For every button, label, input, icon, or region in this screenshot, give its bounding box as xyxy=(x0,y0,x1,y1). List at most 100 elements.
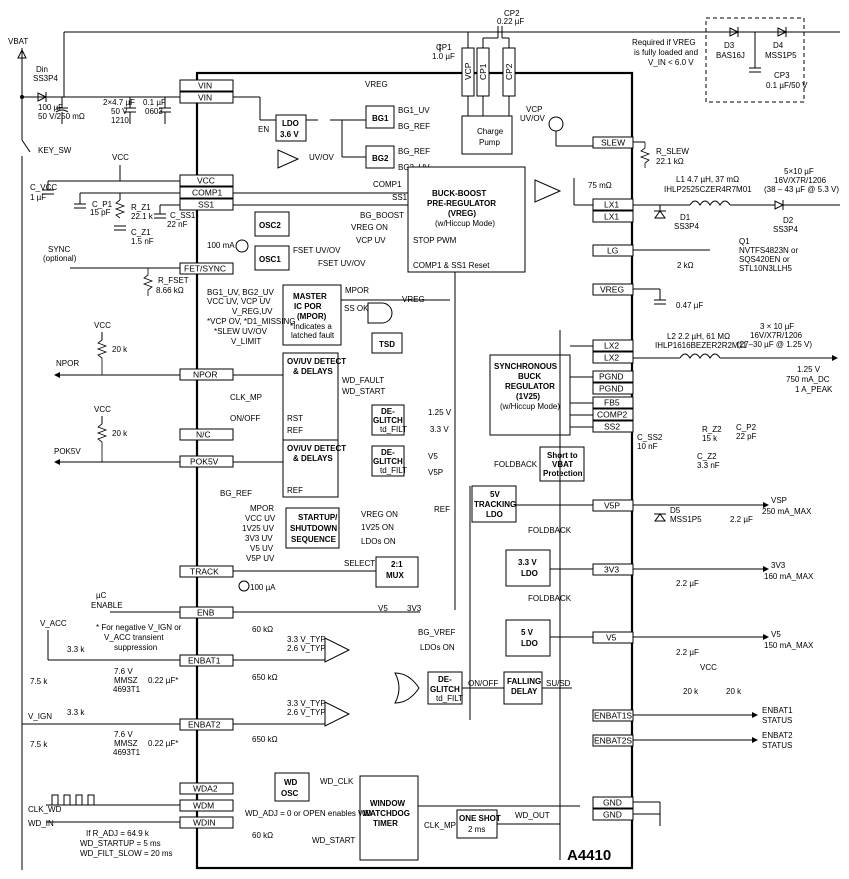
enable-label: ENABLE xyxy=(91,601,123,610)
bb-title3: (VREG) xyxy=(448,209,476,218)
gate-driver xyxy=(534,179,562,203)
r20k-status2: 20 k xyxy=(726,687,742,696)
wd-in-label: WD_IN xyxy=(28,819,54,828)
pin-vin-1 xyxy=(179,79,234,92)
d4-part: MSS1P5 xyxy=(765,51,797,60)
pin-enbat2s-label: ENBAT2S xyxy=(594,736,632,746)
cin1-rating: 50 V/250 mΩ xyxy=(38,112,85,121)
pin-slew-label: SLEW xyxy=(601,138,625,148)
pin-wd-m-label: WDM xyxy=(193,801,214,811)
su-title2: SHUTDOWN xyxy=(290,524,337,533)
sync-buck-section: SYNCHRONOUS BUCK REGULATOR (1V25) (w/Hic… xyxy=(489,322,838,470)
cp3-value: 0.1 µF/50 V xyxy=(766,81,808,90)
mux-in-3v3: 3V3 xyxy=(407,604,422,613)
su-in-2: VCC UV xyxy=(245,514,276,523)
sb-title5: (w/Hiccup Mode) xyxy=(500,402,560,411)
pin-vcp-label: VCP xyxy=(463,62,473,80)
mpor-section: MASTER IC POR (MPOR) *Indicates a latche… xyxy=(207,284,450,354)
vcc-label-status: VCC xyxy=(700,663,717,672)
cz1-label: C_Z1 xyxy=(131,228,151,237)
pin-wd-in-label: WDIN xyxy=(193,818,216,828)
pin-nc xyxy=(179,428,234,441)
top-pin-group: VCP CP1 CP2 xyxy=(461,47,516,97)
dg2-in-v5p: V5P xyxy=(428,468,443,477)
d3-label: D3 xyxy=(724,41,735,50)
ovuv2-title2: & DELAYS xyxy=(293,454,333,463)
neg-note-2: V_ACC transient xyxy=(104,633,164,642)
rfset-value: 8.66 kΩ xyxy=(156,286,184,295)
watchdog-section: WD OSC WD_CLK WINDOW WATCHDOG TIMER WD_A… xyxy=(28,772,580,861)
out3v3-current: 160 mA_MAX xyxy=(764,572,814,581)
cin2-voltage: 50 V xyxy=(111,107,128,116)
r20k-pok: 20 k xyxy=(112,429,128,438)
pin-lx2-b-label: LX2 xyxy=(604,353,619,363)
npor-pok-section: VCC 20 k NPOR VCC 20 k POK5V xyxy=(54,321,180,465)
master-por-block xyxy=(282,284,342,346)
pin-v5-label: V5 xyxy=(606,633,617,643)
i-100ma-label: 100 mA xyxy=(207,241,235,250)
mux-title2: MUX xyxy=(386,571,404,580)
wwd-title1: WINDOW xyxy=(370,799,406,808)
dg3-title3: td_FILT xyxy=(436,694,463,703)
ldo-block xyxy=(275,114,307,142)
r2k-label: 2 kΩ xyxy=(677,261,694,270)
mpor-note2: latched fault xyxy=(291,331,335,340)
r20k-npor: 20 k xyxy=(112,345,128,354)
vin-comparator xyxy=(277,149,300,169)
ldo5-title2: LDO xyxy=(521,639,538,648)
out125-peak: 1 A_PEAK xyxy=(795,385,833,394)
pin-cp2-label: CP2 xyxy=(504,63,514,80)
cp1-value: 1.0 µF xyxy=(432,52,455,61)
ovuv-block-1 xyxy=(282,352,339,441)
mux-title1: 2:1 xyxy=(391,560,403,569)
bb-in-vcpuv: VCP UV xyxy=(356,236,386,245)
mpor-title1: MASTER xyxy=(293,292,327,301)
buck-boost-block xyxy=(407,166,526,273)
l2-inductor xyxy=(679,353,721,359)
select-label: SELECT xyxy=(344,559,375,568)
misc-wiring xyxy=(233,272,661,860)
ldo33-title2: LDO xyxy=(521,569,538,578)
css1-label: C_SS1 xyxy=(170,211,196,220)
mpor-out-label: MPOR xyxy=(345,286,369,295)
cout1-effective: (38 – 43 µF @ 5.3 V) xyxy=(764,185,839,194)
rfset-label: R_FSET xyxy=(158,276,189,285)
deglitch-block-2 xyxy=(371,445,405,477)
deglitch-block-3 xyxy=(427,671,463,705)
pin-ss1-label: SS1 xyxy=(198,200,214,210)
d1-label: D1 xyxy=(680,213,691,222)
rslew-value: 22.1 kΩ xyxy=(656,157,684,166)
sb-title2: BUCK xyxy=(518,372,541,381)
r7k5-ign: 7.5 k xyxy=(30,740,48,749)
slew-current-source xyxy=(548,116,564,132)
rz2-value: 15 k xyxy=(702,434,718,443)
pin-wd-a2 xyxy=(179,782,234,795)
ovuv1-title1: OV/UV DETECT xyxy=(287,357,346,366)
mpor-note1: *Indicates a xyxy=(290,322,332,331)
bb-in-reset: COMP1 & SS1 Reset xyxy=(413,261,490,270)
mpor-in-4: *VCP OV, *D1_MISSING xyxy=(207,317,295,326)
ldo33-title1: 3.3 V xyxy=(518,558,537,567)
chip-name: A4410 xyxy=(567,847,611,864)
ovuv1-rst: RST xyxy=(287,414,303,423)
zener2-num: 4693T1 xyxy=(113,748,141,757)
wd-osc-block xyxy=(274,772,310,802)
cz1-value: 1.5 nF xyxy=(131,237,154,246)
sync-optional: (optional) xyxy=(43,254,77,263)
pin-pok5v-label: POK5V xyxy=(190,457,219,467)
pin-gnd-a-label: GND xyxy=(603,798,622,808)
r60k-wd: 60 kΩ xyxy=(252,831,273,840)
wd-out-label: WD_OUT xyxy=(515,811,550,820)
cout1-value: 5×10 µF xyxy=(784,167,814,176)
d2-part: SS3P4 xyxy=(773,225,798,234)
c022-2: 0.22 µF* xyxy=(148,739,178,748)
cz2-value: 3.3 nF xyxy=(697,461,720,470)
tracking-ldo-section: Short to VBAT Protection 5V TRACKING LDO… xyxy=(434,446,812,524)
ldo-outputs-section: 3.3 V LDO FOLDBACK 3V3 160 mA_MAX 2.2 µF… xyxy=(418,526,814,657)
charge-pump-title1: Charge xyxy=(477,127,504,136)
thr1-hi: 3.3 V_TYP xyxy=(287,635,326,644)
vcc-comp-section: VCC C_VCC 1 µF C_P1 15 pF R_Z1 22.1 k C_… xyxy=(30,153,196,246)
susd-label: SU/SD xyxy=(546,679,571,688)
charge-pump-section: Charge Pump VCP UV/OV 75 mΩ xyxy=(461,96,612,206)
